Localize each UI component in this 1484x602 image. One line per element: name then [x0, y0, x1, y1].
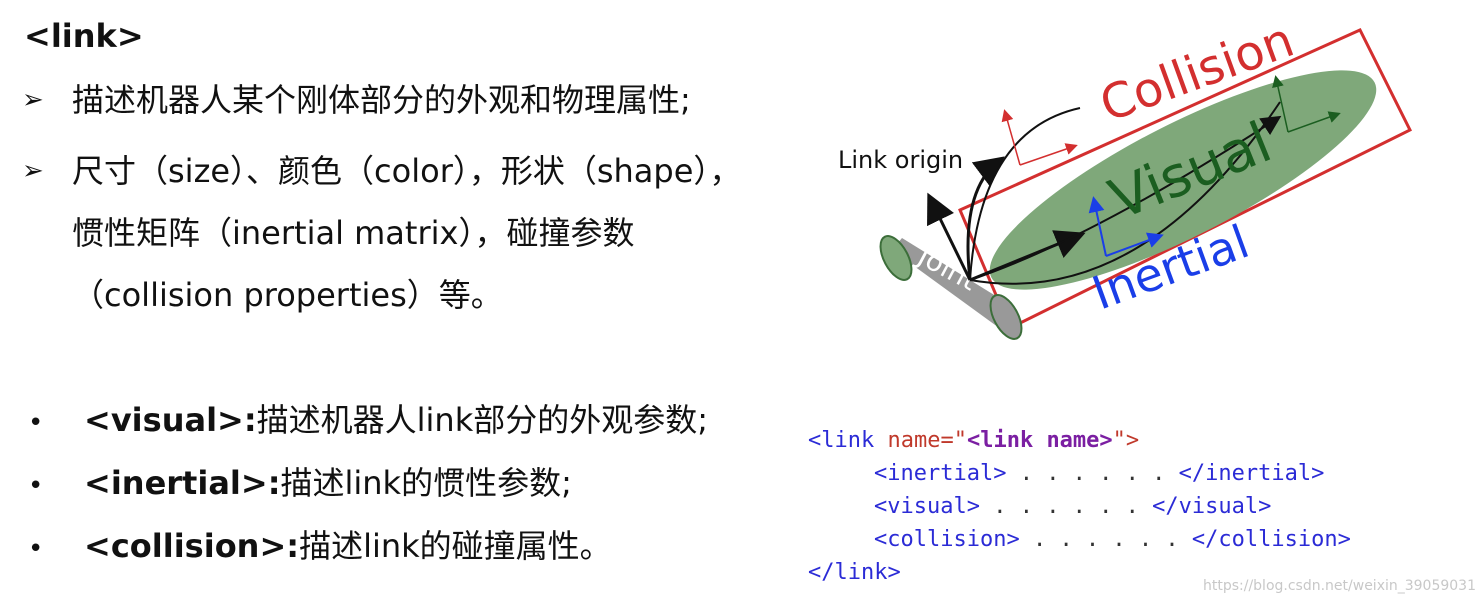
code-link-open: <link: [808, 428, 888, 453]
bullet-desc: 描述link的惯性参数;: [280, 464, 572, 502]
link-origin-label: Link origin: [838, 146, 963, 174]
code-quote-close: ">: [1112, 428, 1140, 453]
code-collision-close: </collision>: [1191, 527, 1351, 552]
code-attr-value: <link name>: [966, 428, 1113, 453]
bullet-desc: 描述机器人link部分的外观参数;: [256, 401, 709, 439]
arrow-item-1: ➢ 描述机器人某个刚体部分的外观和物理属性;: [22, 78, 782, 122]
code-dots: . . . . . .: [1019, 527, 1192, 552]
collision-box: [958, 28, 1413, 331]
bullet-visual: • <visual>:描述机器人link部分的外观参数;: [28, 398, 708, 445]
arrow-bullet-icon: ➢: [22, 85, 44, 115]
code-link-close: </link>: [808, 560, 901, 585]
code-dots: . . . . . .: [979, 494, 1153, 519]
arrow-item-text: 尺寸（size）、颜色（color），形状（shape），惯性矩阵（inerti…: [72, 152, 742, 314]
bullet-sep: :: [286, 527, 300, 565]
bullet-dot-icon: •: [28, 534, 44, 564]
bullet-sep: :: [243, 401, 257, 439]
bullet-tag: <visual>: [84, 401, 244, 439]
code-inertial-close: </inertial>: [1178, 461, 1325, 486]
bullet-collision: • <collision>:描述link的碰撞属性。: [28, 524, 612, 571]
joint-cylinder: [879, 235, 1023, 340]
watermark: https://blog.csdn.net/weixin_39059031: [1202, 578, 1476, 594]
arrow-bullet-icon: ➢: [22, 156, 44, 186]
bullet-tag: <inertial>: [84, 464, 268, 502]
section-title: <link>: [24, 17, 144, 55]
bullet-desc: 描述link的碰撞属性。: [299, 527, 612, 565]
arrow-item-2: ➢ 尺寸（size）、颜色（color），形状（shape），惯性矩阵（inert…: [22, 140, 782, 326]
code-dots: . . . . . .: [1006, 461, 1179, 486]
bullet-sep: :: [267, 464, 281, 502]
code-visual-close: </visual>: [1152, 494, 1272, 519]
arrow-item-text: 描述机器人某个刚体部分的外观和物理属性;: [72, 81, 691, 119]
code-quote: ": [953, 428, 967, 453]
bullet-dot-icon: •: [28, 408, 44, 438]
link-code-block: <link name="<link name>"> <inertial> . .…: [808, 424, 1351, 589]
code-attr: name=: [887, 428, 954, 453]
bullet-dot-icon: •: [28, 471, 44, 501]
code-inertial-open: <inertial>: [874, 461, 1007, 486]
bullet-inertial: • <inertial>:描述link的惯性参数;: [28, 461, 572, 508]
link-diagram: Joint Collision Visual Inertial Link ori…: [838, 12, 1413, 340]
code-visual-open: <visual>: [874, 494, 980, 519]
code-collision-open: <collision>: [874, 527, 1020, 552]
bullet-tag: <collision>: [84, 527, 287, 565]
